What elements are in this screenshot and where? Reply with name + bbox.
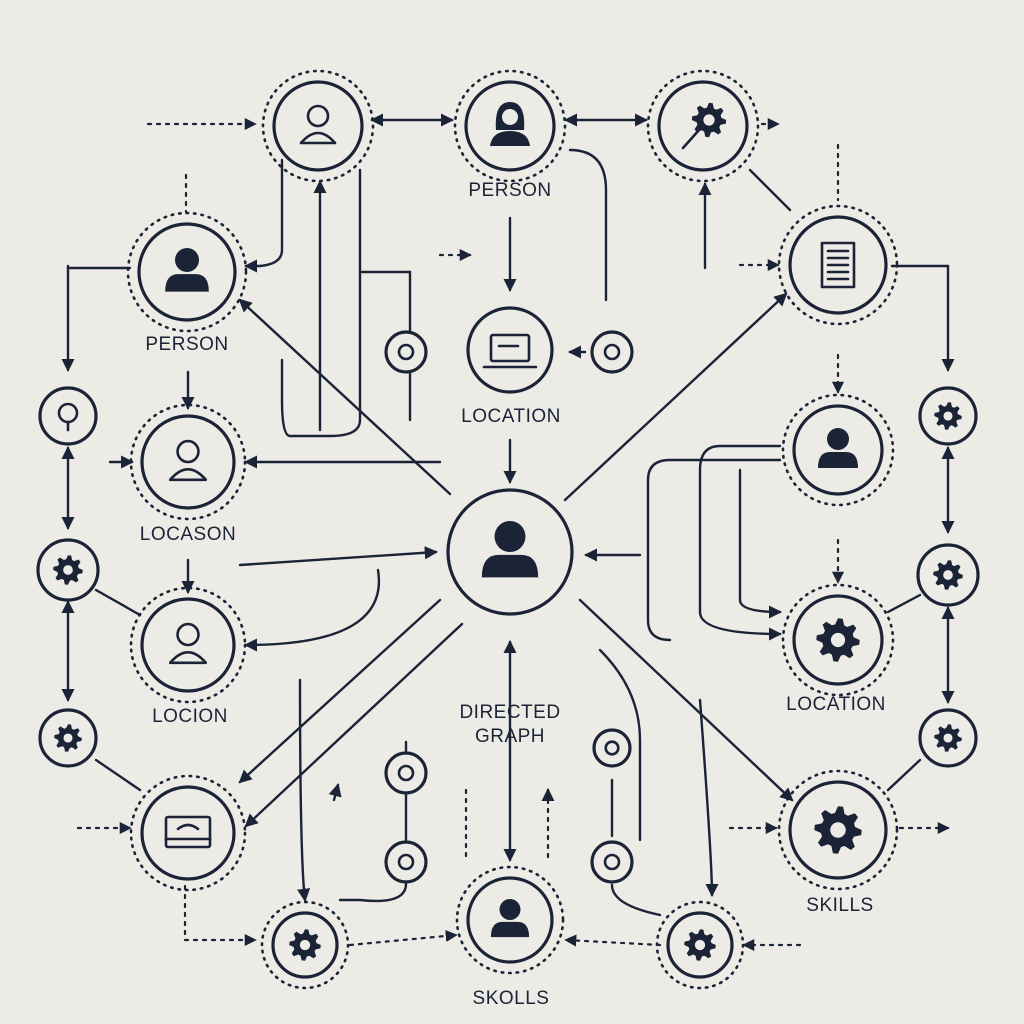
edge-locason-center <box>238 546 438 567</box>
person-icon <box>168 622 208 665</box>
node-n-top-left <box>261 69 375 183</box>
node-n-far-right-1 <box>918 386 978 446</box>
gear-icon <box>934 724 962 752</box>
person-icon <box>818 428 858 468</box>
dot-icon <box>603 853 621 871</box>
person-icon <box>168 439 208 482</box>
node-n-bottom-mid <box>455 865 565 975</box>
dot-icon <box>603 343 621 361</box>
edge-center-left-bottom-2 <box>244 622 464 828</box>
node-n-right-skills <box>777 769 899 891</box>
node-n-small-l <box>384 330 428 374</box>
search-icon <box>57 402 79 432</box>
edge-center-left-person <box>238 298 452 496</box>
node-n-left-bottom <box>129 774 247 892</box>
edge-far-right-diag <box>886 593 922 614</box>
gear-icon <box>54 724 82 752</box>
gear-icon <box>684 929 716 961</box>
edge-loop-left <box>280 168 362 438</box>
edge-to-bottom-left <box>297 678 311 902</box>
node-n-small-b2 <box>592 728 632 768</box>
node-n-right-person <box>781 393 895 507</box>
edges <box>61 113 955 952</box>
node-n-far-right-3 <box>918 708 978 768</box>
edge-bottom-left-mid <box>348 929 458 947</box>
edge-center-doc <box>563 292 788 502</box>
gear-icon <box>53 555 83 585</box>
edge-bottom-right-mid <box>564 934 662 947</box>
node-n-small-b3 <box>384 840 428 884</box>
edge-center-skills <box>578 598 794 802</box>
edge-top-left-person <box>244 158 284 273</box>
node-n-center <box>446 488 574 616</box>
document-icon <box>820 241 856 289</box>
edge-bottom-left-dash <box>183 884 257 947</box>
edge-far-right-diag-2 <box>886 758 922 792</box>
node-n-left-locion <box>129 586 247 704</box>
person-icon <box>165 248 209 292</box>
gear-icon <box>934 402 962 430</box>
monitor-icon <box>164 815 212 849</box>
edge-small-b4 <box>610 883 662 917</box>
edge-bottom-tick-l <box>328 783 342 802</box>
person-icon <box>481 521 539 578</box>
dot-icon <box>397 764 415 782</box>
edge-loop-right-3 <box>738 468 782 619</box>
node-n-far-left-3 <box>38 708 98 768</box>
node-n-small-b4 <box>590 840 634 884</box>
dot-icon <box>397 343 415 361</box>
node-n-top-location <box>466 306 554 394</box>
woman-icon <box>490 102 530 146</box>
node-n-far-left-2 <box>36 538 100 602</box>
label-left-locion: LOCION <box>152 706 228 727</box>
edge-loop-top <box>568 148 608 302</box>
node-n-bottom-right <box>655 900 745 990</box>
label-top-location: LOCATION <box>461 406 561 427</box>
node-n-bottom-left <box>260 900 350 990</box>
node-n-small-b1 <box>384 751 428 795</box>
node-n-top-right <box>646 69 760 183</box>
laptop-icon <box>482 333 538 369</box>
node-n-right-location <box>781 583 895 697</box>
label-right-location: LOCATION <box>786 694 886 715</box>
node-n-far-left-1 <box>38 386 98 446</box>
edge-small-b3 <box>338 882 408 903</box>
gear-icon <box>289 929 321 961</box>
node-n-right-doc <box>777 204 899 326</box>
label-bottom-skolls: SKOLLS <box>473 988 550 1009</box>
label-right-skills: SKILLS <box>806 895 873 916</box>
gear-icon <box>933 560 963 590</box>
node-n-far-right-2 <box>916 543 980 607</box>
gear-icon <box>816 618 860 662</box>
edge-top-right-doc <box>748 168 792 212</box>
node-n-top-mid <box>453 69 567 183</box>
nodes <box>36 69 980 990</box>
node-n-small-r <box>590 330 634 374</box>
node-n-left-locason <box>129 403 247 521</box>
edge-far-left-diag-2 <box>94 758 142 792</box>
edge-loop-right-1 <box>698 444 782 641</box>
edge-right-bottom <box>598 648 642 842</box>
label-left-locason: LOCASON <box>140 524 236 545</box>
edge-loop-right-2 <box>646 458 782 642</box>
edge-to-locion <box>244 568 381 652</box>
edge-center-left-bottom <box>238 598 442 784</box>
edge-far-left-diag <box>94 588 142 617</box>
person-icon <box>490 899 530 938</box>
person-icon <box>299 104 337 145</box>
edge-to-bottom-right <box>698 698 719 897</box>
gear-icon <box>814 806 862 854</box>
label-left-person: PERSON <box>145 334 228 355</box>
label-top-person: PERSON <box>468 180 551 201</box>
gear-search-icon <box>681 102 727 150</box>
dot-icon <box>604 740 620 756</box>
dot-icon <box>397 853 415 871</box>
node-n-left-person <box>126 211 248 333</box>
